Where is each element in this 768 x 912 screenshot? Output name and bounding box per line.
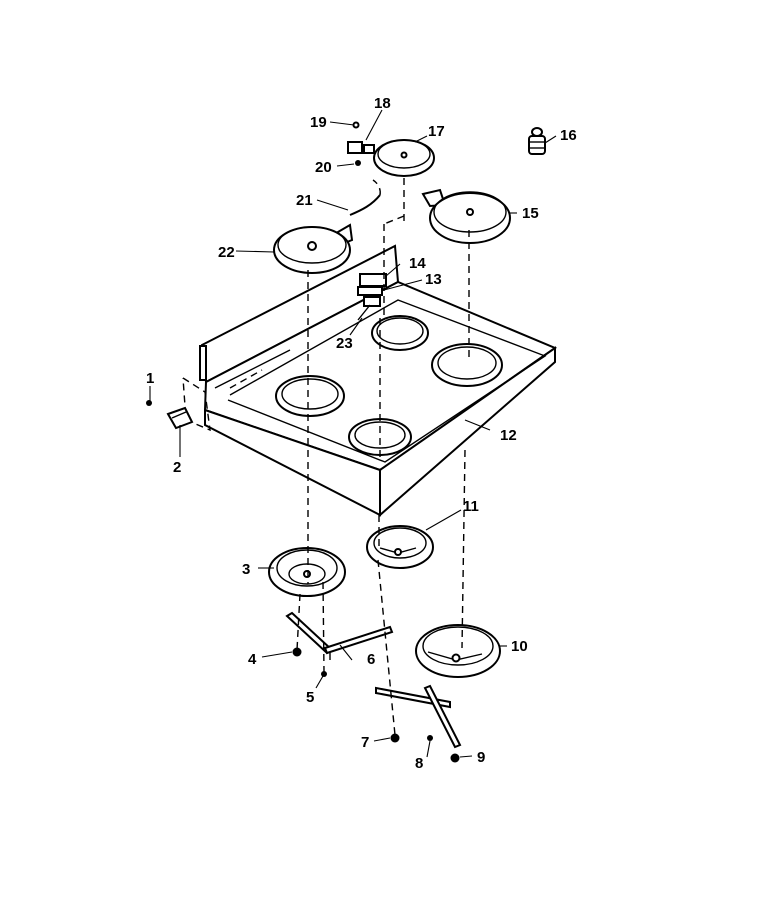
- wire-21: [349, 179, 381, 216]
- label-12: 12: [500, 427, 517, 444]
- label-21: 21: [296, 192, 313, 209]
- bracket-6-right: [375, 684, 462, 749]
- label-13: 13: [425, 271, 442, 288]
- label-22: 22: [218, 244, 235, 261]
- label-9: 9: [477, 749, 485, 766]
- alignment-lines: [229, 178, 470, 736]
- surface-element-17: [373, 139, 435, 177]
- label-8: 8: [415, 755, 423, 772]
- leader-lines: [149, 109, 557, 758]
- terminal-block-18: [347, 141, 375, 154]
- label-2: 2: [173, 459, 181, 476]
- label-5: 5: [306, 689, 314, 706]
- knob-16: [528, 127, 546, 155]
- part-labels: 1 2 3 4 5 6 7 8 9 10 11 12 13 14 15 16 1…: [146, 95, 577, 772]
- label-15: 15: [522, 205, 539, 222]
- label-11: 11: [463, 498, 479, 515]
- label-4: 4: [248, 651, 257, 668]
- surface-element-15: [421, 188, 511, 244]
- bracket-6-left: [285, 611, 394, 660]
- label-16: 16: [560, 127, 577, 144]
- fasteners: [146, 121, 460, 763]
- bracket-2: [166, 406, 194, 430]
- drip-bowl-11: [366, 525, 434, 569]
- surface-element-22: [273, 223, 354, 274]
- tray-burner-openings: [275, 315, 503, 456]
- receptacle-assembly: [357, 273, 387, 321]
- label-14: 14: [409, 255, 426, 272]
- label-10: 10: [511, 638, 528, 655]
- cooktop-tray: [182, 244, 558, 518]
- drip-bowl-3: [268, 547, 346, 597]
- label-1: 1: [146, 370, 154, 387]
- label-3: 3: [242, 561, 250, 578]
- label-20: 20: [315, 159, 332, 176]
- label-7: 7: [361, 734, 369, 751]
- drip-bowl-10: [415, 624, 501, 678]
- label-18: 18: [374, 95, 391, 112]
- label-6: 6: [367, 651, 375, 668]
- label-23: 23: [336, 335, 353, 352]
- label-17: 17: [428, 123, 445, 140]
- label-19: 19: [310, 114, 327, 131]
